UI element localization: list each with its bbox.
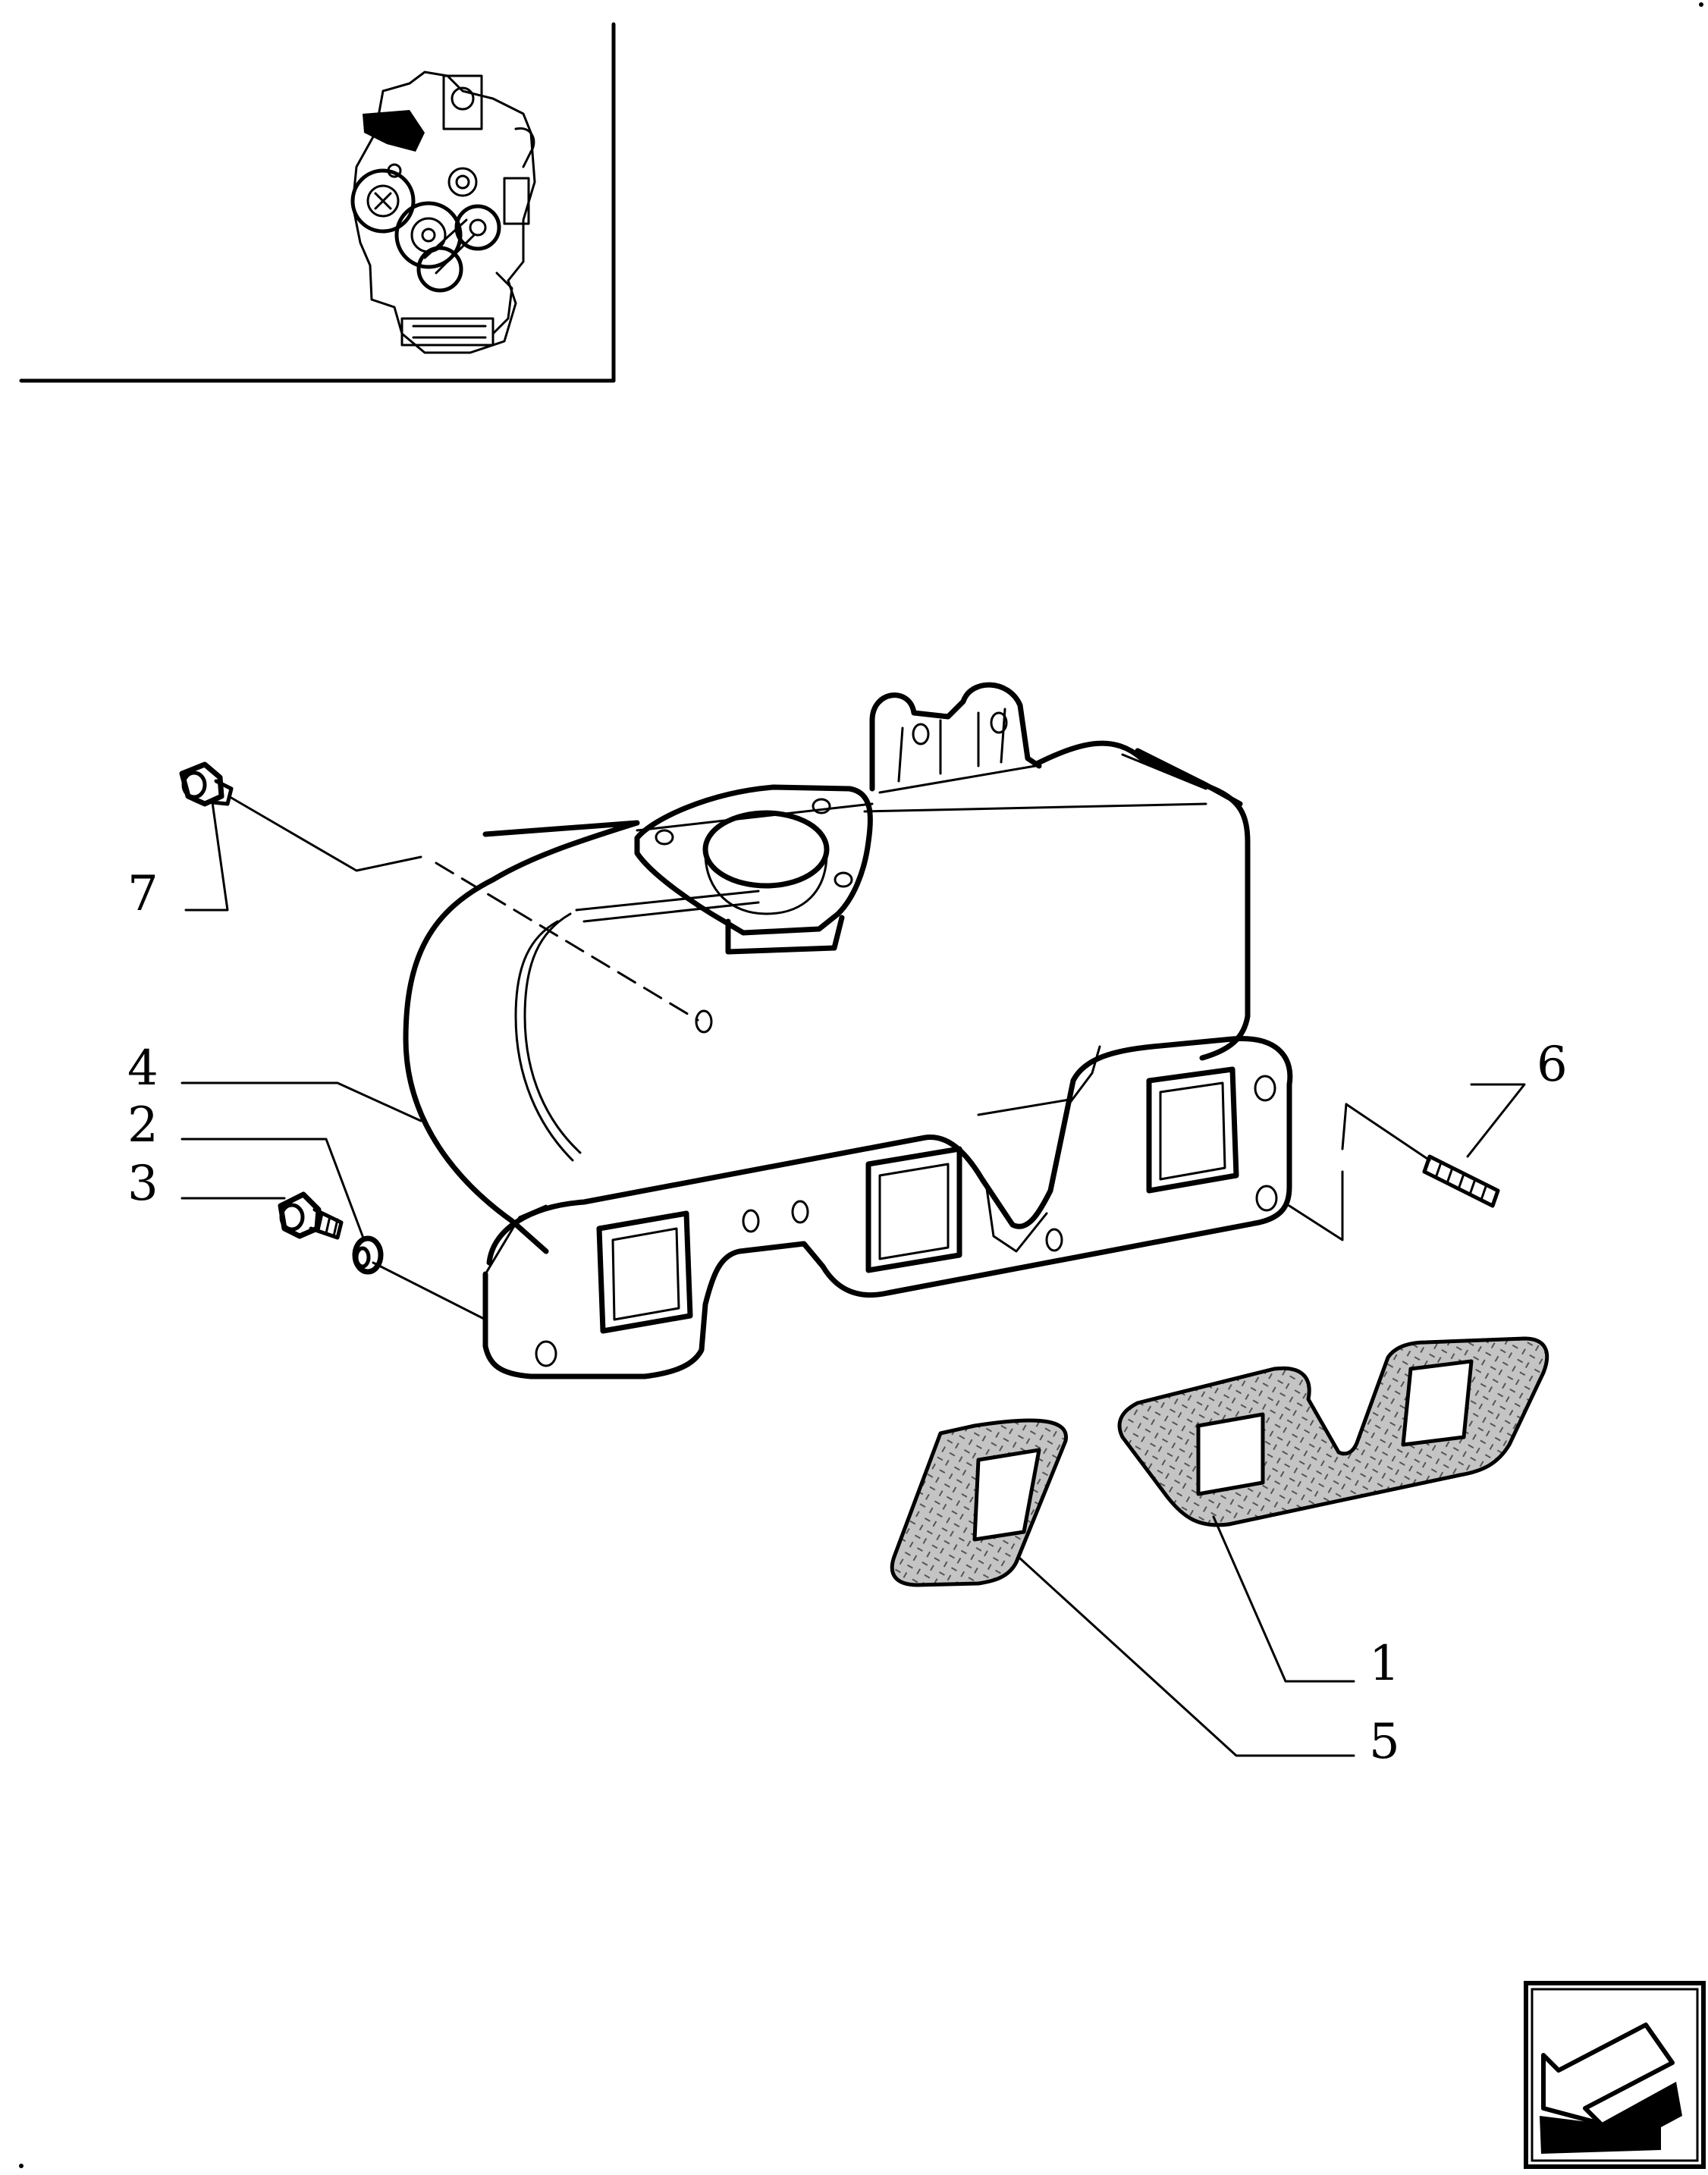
corner-dot-bottom-left (19, 2164, 24, 2168)
exhaust-manifold (403, 682, 1293, 1379)
bolt-item-7 (179, 761, 234, 807)
bolt-item-3 (278, 1191, 344, 1240)
callout-5: 5 (1369, 1714, 1400, 1770)
washer-item-2 (352, 1235, 384, 1275)
thumbnail-frame (19, 22, 616, 383)
callout-2: 2 (127, 1097, 159, 1153)
leader-lines (181, 801, 1526, 1757)
gasket-single (890, 1418, 1069, 1587)
callout-3: 3 (127, 1156, 159, 1212)
gasket-double (1117, 1336, 1549, 1527)
corner-dot-top-right (1699, 2, 1703, 7)
engine-locator-thumbnail (350, 71, 536, 354)
callout-6: 6 (1537, 1037, 1568, 1093)
callout-7: 7 (127, 866, 159, 922)
stud-item-6 (1422, 1154, 1500, 1208)
previous-page-arrow-icon[interactable] (1524, 1981, 1706, 2169)
assembly-lines (230, 796, 1431, 1321)
callout-1: 1 (1369, 1636, 1400, 1692)
callout-4: 4 (127, 1040, 159, 1097)
